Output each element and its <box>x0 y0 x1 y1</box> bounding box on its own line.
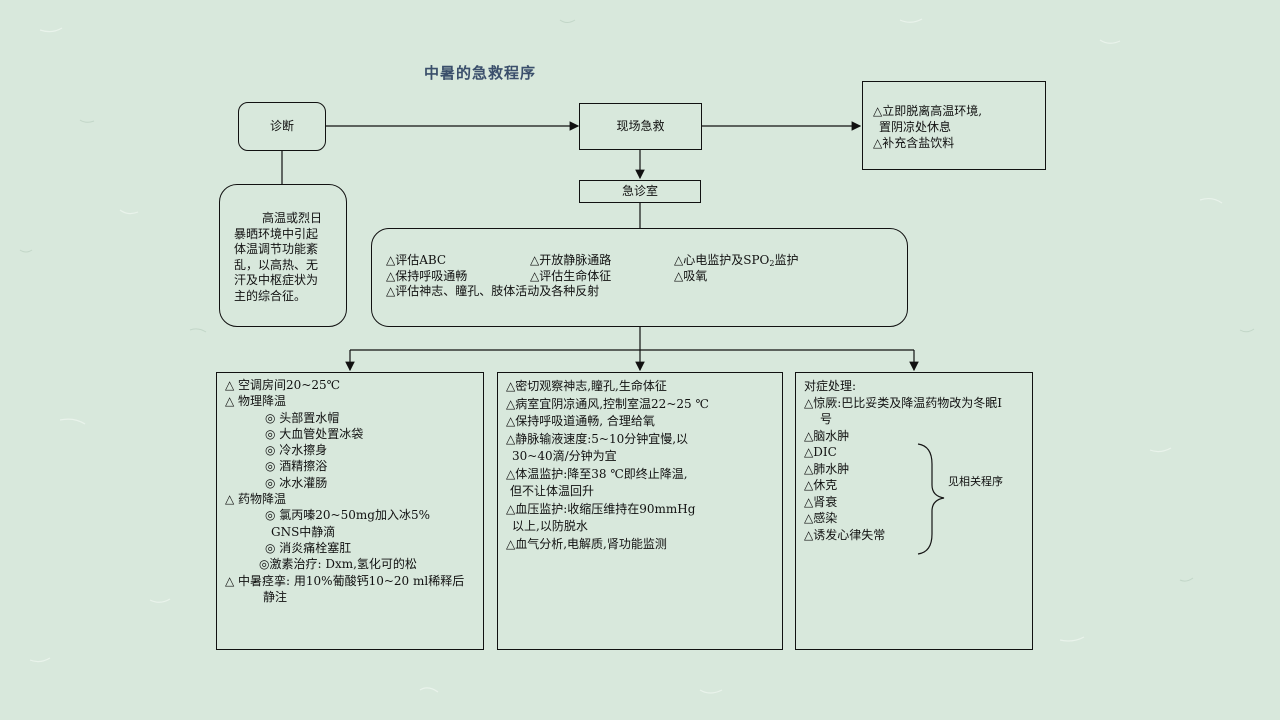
definition-line: 乱，以高热、无 <box>234 257 319 272</box>
monitoring-line: △保持呼吸道通畅, 合理给氧 <box>506 414 655 428</box>
monitoring-line: △血压监护:收缩压维持在90mmHg <box>506 501 696 516</box>
symptomatic-item: △脑水肿 <box>804 428 850 443</box>
symptomatic-item: △肺水肿 <box>804 461 850 476</box>
symptomatic-item: △感染 <box>804 511 838 525</box>
cooling-line: ◎ 冰水灌肠 <box>265 475 328 490</box>
onsite-action: △补充含盐饮料 <box>873 136 955 150</box>
symptomatic-node: 对症处理: △惊厥:巴比妥类及降温药物改为冬眠I 号 △脑水肿 △DIC △肺水… <box>795 372 1033 650</box>
er-item: △评估生命体征 <box>530 268 612 283</box>
definition-line: 汗及中枢症状为 <box>234 273 319 287</box>
symptomatic-item: △肾衰 <box>804 494 838 509</box>
brace-label: 见相关程序 <box>948 475 1003 488</box>
symptomatic-item: △惊厥:巴比妥类及降温药物改为冬眠I <box>804 395 1003 410</box>
diagnosis-node: 诊断 <box>238 102 326 151</box>
cooling-line: ◎ 冷水擦身 <box>265 443 328 458</box>
cooling-line: △ 药物降温 <box>225 492 287 507</box>
cooling-line: ◎ 氯丙嗪20~50mg加入冰5% <box>265 508 430 523</box>
monitoring-line: 30~40滴/分钟为宜 <box>512 449 617 463</box>
monitoring-line: △体温监护:降至38 ℃即终止降温, <box>506 466 688 481</box>
monitoring-line: 但不让体温回升 <box>510 484 595 498</box>
monitoring-line: △静脉输液速度:5~10分钟宜慢,以 <box>506 431 689 446</box>
cooling-line: ◎ 大血管处置冰袋 <box>265 426 364 441</box>
onsite-action: △立即脱离高温环境, <box>873 104 983 118</box>
monitoring-line: △密切观察神志,瞳孔,生命体征 <box>506 379 667 393</box>
er-node: 急诊室 <box>579 180 701 203</box>
cooling-line: ◎ 消炎痛栓塞肛 <box>265 540 352 555</box>
cooling-line: ◎激素治疗: Dxm,氢化可的松 <box>259 557 417 572</box>
symptomatic-item: △诱发心律失常 <box>804 527 886 542</box>
cooling-line: △ 中暑痉挛: 用10%葡酸钙10~20 ml稀释后 <box>225 573 465 588</box>
definition-node: 高温或烈日 暴晒环境中引起 体温调节功能紊 乱，以高热、无 汗及中枢症状为 主的… <box>219 184 347 327</box>
definition-line: 体温调节功能紊 <box>234 242 319 256</box>
monitoring-node: △密切观察神志,瞳孔,生命体征 △病室宜阴凉通风,控制室温22~25 ℃ △保持… <box>497 372 783 650</box>
symptomatic-item: △DIC <box>804 445 837 459</box>
cooling-node: △ 空调房间20~25℃ △ 物理降温 ◎ 头部置水帽 ◎ 大血管处置冰袋 ◎ … <box>216 372 484 650</box>
er-item: △吸氧 <box>674 268 708 283</box>
onsite-action: 置阴凉处休息 <box>879 120 952 134</box>
cooling-line: GNS中静滴 <box>271 524 336 539</box>
cooling-line: △ 空调房间20~25℃ <box>225 378 341 392</box>
er-item-spo2: △心电监护及SPO2监护 <box>674 253 799 268</box>
onsite-actions-node: △立即脱离高温环境, 置阴凉处休息 △补充含盐饮料 <box>862 81 1046 170</box>
definition-line: 暴晒环境中引起 <box>234 226 319 241</box>
definition-line: 主的综合征。 <box>234 288 307 303</box>
curly-brace <box>917 443 945 555</box>
er-item: △保持呼吸通畅 <box>386 268 468 283</box>
onsite-aid-label: 现场急救 <box>616 118 665 133</box>
monitoring-line: △血气分析,电解质,肾功能监测 <box>506 536 667 551</box>
cooling-line: ◎ 酒精擦浴 <box>265 459 328 474</box>
cooling-line: △ 物理降温 <box>225 394 287 409</box>
er-item: △开放静脉通路 <box>530 253 612 267</box>
symptomatic-heading: 对症处理: <box>804 379 857 393</box>
er-label: 急诊室 <box>621 183 658 198</box>
onsite-aid-node: 现场急救 <box>579 103 702 150</box>
diagnosis-label: 诊断 <box>269 118 294 133</box>
cooling-line: ◎ 头部置水帽 <box>265 410 340 425</box>
symptomatic-item: 号 <box>820 412 833 426</box>
symptomatic-item: △休克 <box>804 478 838 492</box>
diagram-title: 中暑的急救程序 <box>424 64 537 82</box>
er-item: △评估神志、瞳孔、肢体活动及各种反射 <box>386 284 600 298</box>
monitoring-line: △病室宜阴凉通风,控制室温22~25 ℃ <box>506 396 709 411</box>
definition-line: 高温或烈日 <box>262 211 323 225</box>
er-assessment-node: △评估ABC △保持呼吸通畅 △开放静脉通路 △评估生命体征 △心电监护及SPO… <box>371 228 908 327</box>
cooling-line: 静注 <box>263 589 288 604</box>
monitoring-line: 以上,以防脱水 <box>512 519 588 533</box>
er-item: △评估ABC <box>386 253 447 267</box>
